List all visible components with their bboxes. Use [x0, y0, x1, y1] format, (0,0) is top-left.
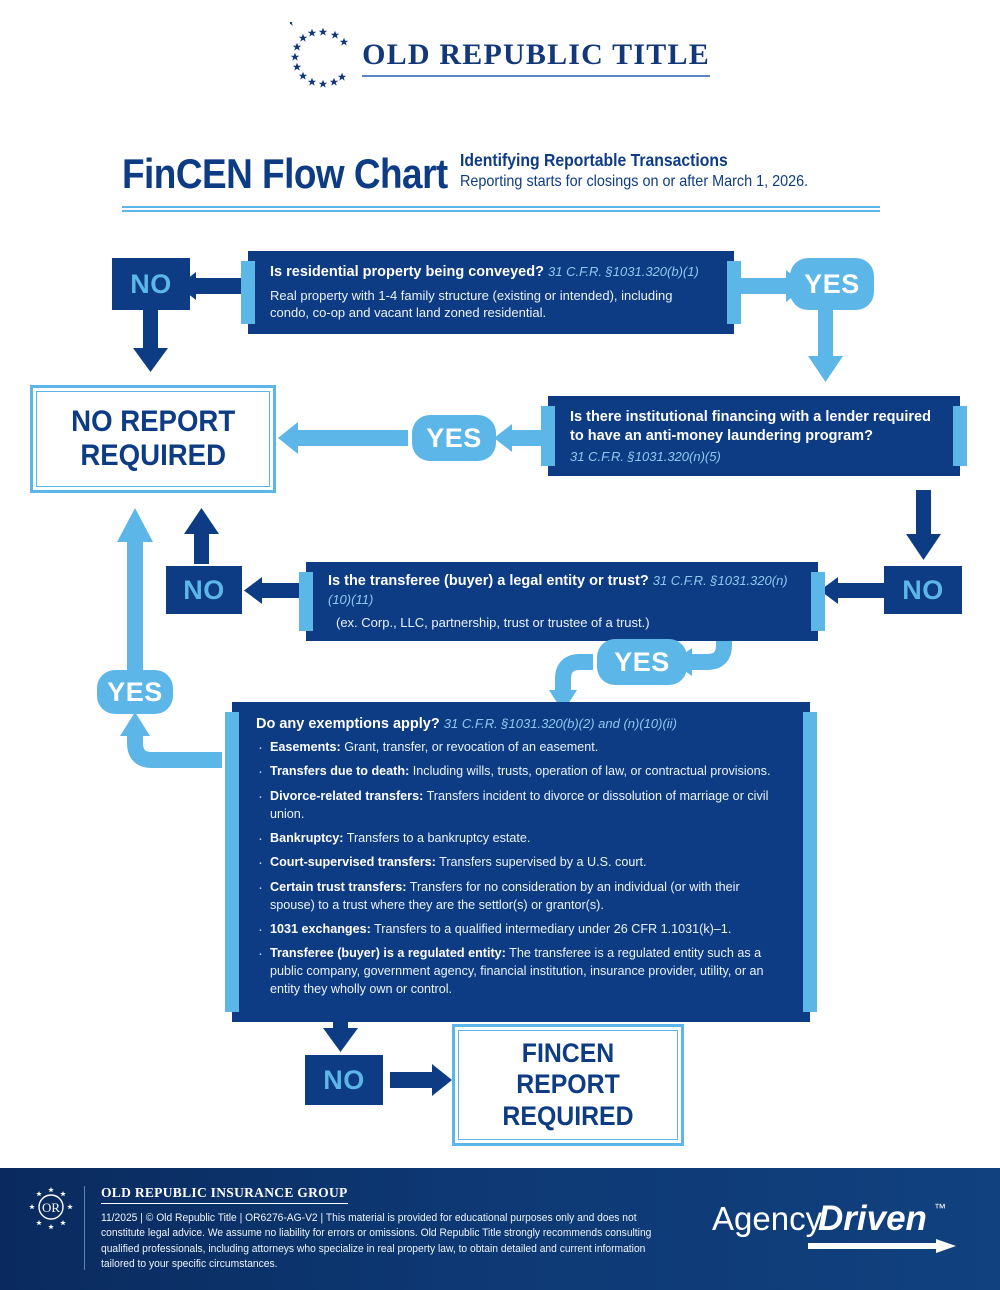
- footer-divider: [84, 1186, 85, 1271]
- exemption-term: Divorce-related transfers:: [270, 788, 424, 803]
- box-tab-right: [811, 572, 825, 632]
- result-box-no-report: NO REPORT REQUIRED: [30, 385, 276, 493]
- arrow-q4-yes-head-up: [120, 712, 150, 736]
- exemption-item: Certain trust transfers: Transfers for n…: [256, 877, 786, 915]
- box-tab-right: [727, 261, 741, 324]
- box-tab-left: [299, 572, 313, 632]
- agency-driven-logo: Agency Driven ™: [712, 1199, 956, 1253]
- question-box-institutional-financing: Is there institutional financing with a …: [541, 396, 967, 476]
- question-label: Is the transferee (buyer) a legal entity…: [328, 573, 649, 589]
- exemption-description: Transfers incident to divorce or dissolu…: [270, 788, 769, 821]
- question-text: Is residential property being conveyed? …: [270, 263, 712, 282]
- page-title: FinCEN Flow Chart: [122, 150, 448, 198]
- result-no-report-text: NO REPORT REQUIRED: [71, 405, 235, 474]
- exemption-item: 1031 exchanges: Transfers to a qualified…: [256, 919, 786, 940]
- arrow-no2-to-q3: [820, 577, 888, 604]
- badge-yes-q2: YES: [412, 415, 496, 461]
- question-box-residential-property: Is residential property being conveyed? …: [241, 251, 741, 334]
- box-tab-left: [241, 261, 255, 324]
- exemptions-list: Easements: Grant, transfer, or revocatio…: [256, 737, 786, 999]
- exemption-description: Transfers for no consideration by an ind…: [270, 879, 740, 912]
- exemption-description: Transfers to a qualified intermediary un…: [370, 922, 732, 936]
- arrow-yes2-to-no-report: [278, 422, 408, 454]
- exemption-term: 1031 exchanges:: [270, 922, 371, 936]
- result-line-1: FINCEN REPORT: [516, 1038, 620, 1100]
- page-note: Reporting starts for closings on or afte…: [460, 173, 809, 191]
- question-box-transferee-entity: Is the transferee (buyer) a legal entity…: [299, 562, 825, 642]
- arrow-no4-to-fincen-report: [390, 1064, 452, 1096]
- brand-logo: OLD REPUBLIC TITLE: [0, 22, 1000, 94]
- footer-disclaimer: 11/2025 | © Old Republic Title | OR6276-…: [101, 1212, 652, 1271]
- arrow-yes4-to-no-report: [117, 508, 153, 670]
- logo-rule: [362, 74, 710, 77]
- arrow-q2-to-no: [906, 490, 941, 560]
- result-line-1: NO REPORT: [70, 404, 236, 438]
- title-divider: [122, 206, 880, 212]
- question-label: Is residential property being conveyed?: [270, 264, 544, 280]
- exemption-description: Transfers supervised by a U.S. court.: [435, 855, 647, 870]
- arrow-no3-to-no-report: [184, 508, 219, 564]
- question-label: Do any exemptions apply?: [256, 716, 440, 732]
- exemption-item: Transfers due to death: Including wills,…: [256, 761, 786, 782]
- citation-label: 31 C.F.R. §1031.320(n)(10)(11): [328, 573, 788, 607]
- exemption-item: Court-supervised transfers: Transfers su…: [256, 852, 786, 873]
- badge-no-q2: NO: [884, 566, 962, 614]
- exemption-term: Transferee (buyer) is a regulated entity…: [270, 946, 506, 961]
- page-footer: OR OLD REPUBLIC INSURANCE GROUP 11/2025 …: [0, 1168, 1000, 1290]
- result-fincen-text: FINCEN REPORT REQUIRED: [468, 1038, 669, 1131]
- citation-label: 31 C.F.R. §1031.320(b)(2) and (n)(10)(ii…: [443, 716, 677, 731]
- circle-of-stars-icon: [290, 22, 349, 88]
- exemption-term: Transfers due to death:: [270, 764, 410, 779]
- question-detail: Real property with 1-4 family structure …: [270, 287, 673, 321]
- arrow-no1-to-no-report: [133, 310, 168, 372]
- exemption-description: Including wills, trusts, operation of la…: [409, 764, 771, 779]
- badge-yes-q3: YES: [597, 639, 687, 685]
- box-tab-right: [803, 712, 817, 1012]
- exemption-term: Easements:: [270, 740, 341, 754]
- svg-text:OR: OR: [42, 1200, 60, 1215]
- exemption-term: Certain trust transfers:: [270, 879, 407, 894]
- page-subtitle-block: Identifying Reportable Transactions Repo…: [460, 150, 847, 194]
- page-subtitle: Identifying Reportable Transactions: [460, 150, 728, 170]
- result-box-fincen-report: FINCEN REPORT REQUIRED: [452, 1024, 684, 1146]
- arrow-yes1-to-q2: [808, 310, 843, 382]
- question-text: Is there institutional financing with a …: [570, 409, 931, 444]
- arrow-q4-to-yes-curve: [127, 734, 222, 768]
- exemption-description: The transferee is a regulated entity suc…: [270, 946, 764, 997]
- box-tab-left: [541, 406, 555, 466]
- badge-yes-q4: YES: [97, 670, 173, 714]
- agency-driven-part1: Agency: [712, 1200, 823, 1237]
- exemption-term: Bankruptcy:: [270, 831, 344, 845]
- exemption-item: Transferee (buyer) is a regulated entity…: [256, 943, 786, 999]
- exemption-item: Bankruptcy: Transfers to a bankruptcy es…: [256, 828, 786, 849]
- badge-no-q1: NO: [112, 258, 190, 310]
- badge-no-q4: NO: [305, 1055, 383, 1105]
- exemption-description: Transfers to a bankruptcy estate.: [343, 831, 531, 845]
- badge-no-q3: NO: [166, 566, 242, 614]
- svg-text:Driven: Driven: [818, 1199, 927, 1238]
- page-title-row: FinCEN Flow Chart Identifying Reportable…: [122, 150, 882, 198]
- svg-text:™: ™: [934, 1201, 946, 1215]
- question-detail: (ex. Corp., LLC, partnership, trust or t…: [336, 614, 650, 630]
- exemption-item: Divorce-related transfers: Transfers inc…: [256, 786, 786, 824]
- exemption-description: Grant, transfer, or revocation of an eas…: [340, 740, 599, 754]
- exemption-term: Court-supervised transfers:: [270, 855, 436, 870]
- arrow-icon: [808, 1239, 956, 1253]
- arrow-q3-to-no: [244, 577, 304, 604]
- question-box-exemptions: Do any exemptions apply? 31 C.F.R. §1031…: [225, 702, 817, 1022]
- exemptions-heading: Do any exemptions apply? 31 C.F.R. §1031…: [256, 716, 786, 732]
- citation-label: 31 C.F.R. §1031.320(b)(1): [548, 264, 699, 279]
- old-republic-seal-icon: OR: [29, 1187, 73, 1230]
- badge-yes-q1: YES: [790, 258, 874, 310]
- box-tab-left: [225, 712, 239, 1012]
- footer-group-name: OLD REPUBLIC INSURANCE GROUP: [101, 1185, 348, 1204]
- question-text: Is the transferee (buyer) a legal entity…: [328, 572, 796, 610]
- exemption-item: Easements: Grant, transfer, or revocatio…: [256, 737, 786, 758]
- result-line-2: REQUIRED: [502, 1100, 634, 1131]
- box-tab-right: [953, 406, 967, 466]
- citation-label: 31 C.F.R. §1031.320(n)(5): [570, 448, 721, 464]
- result-line-2: REQUIRED: [80, 439, 226, 472]
- logo-text: OLD REPUBLIC TITLE: [362, 37, 710, 71]
